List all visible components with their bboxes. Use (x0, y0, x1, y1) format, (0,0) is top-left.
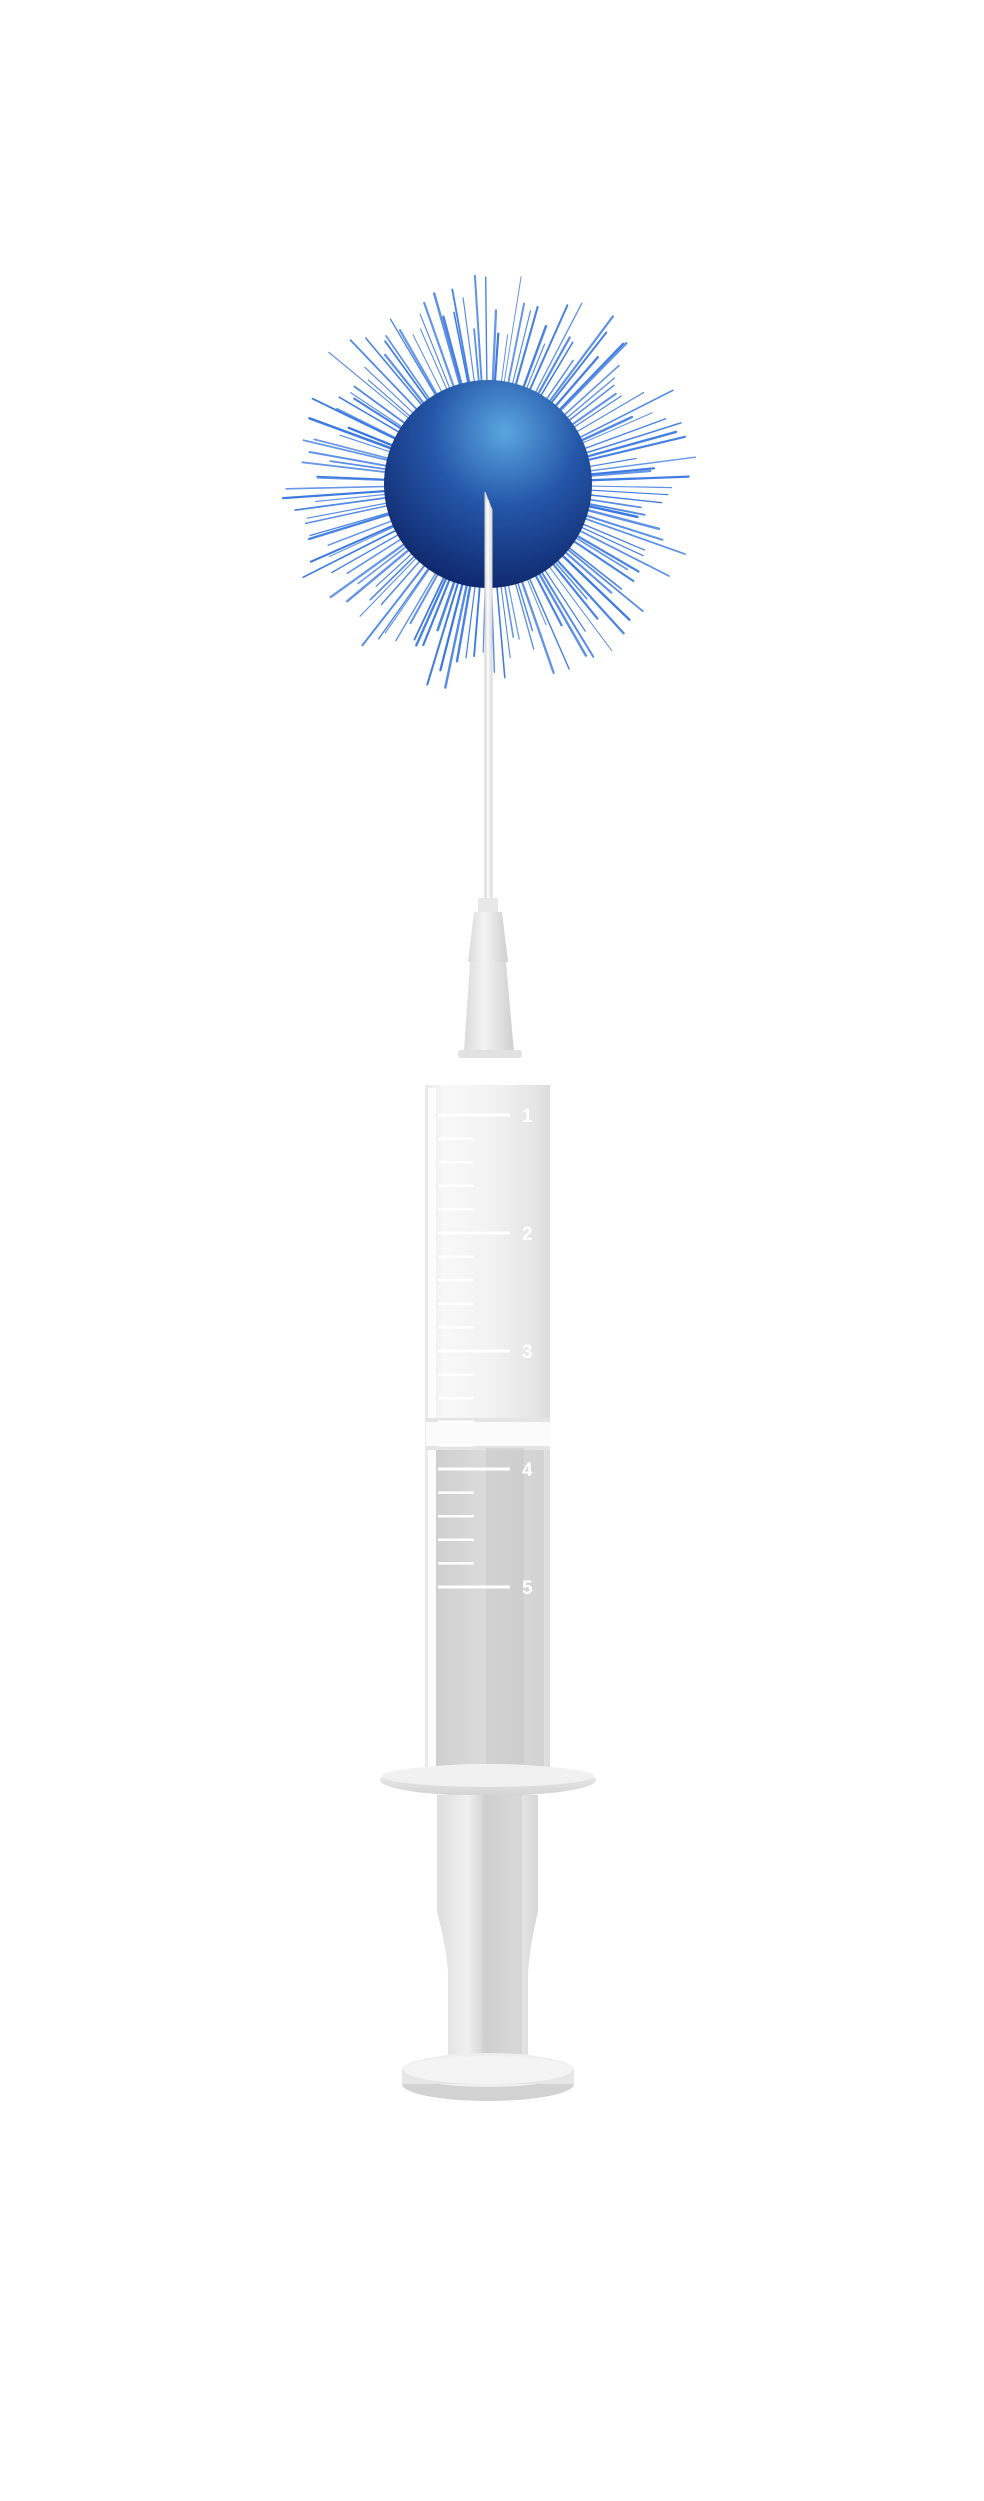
spike (567, 523, 670, 577)
syringe-barrel (425, 1085, 550, 1785)
spike (508, 310, 532, 398)
spike (307, 509, 404, 541)
spike (556, 540, 644, 613)
spike (328, 351, 420, 428)
spike (576, 475, 690, 482)
scale-label: 1 (522, 1106, 533, 1127)
spike (465, 572, 478, 659)
spike (572, 510, 664, 541)
plunger-rod (437, 1795, 538, 2078)
spike (561, 532, 635, 583)
spike (444, 570, 471, 689)
spike (294, 495, 400, 512)
spike (302, 523, 409, 579)
spike (541, 555, 613, 652)
spike (385, 335, 438, 411)
spike (551, 545, 631, 621)
spike (398, 329, 445, 408)
spike (571, 418, 667, 454)
finger-flange (380, 1764, 596, 1796)
virus-core (384, 380, 592, 588)
spike (331, 527, 411, 574)
spike (462, 297, 477, 396)
spike (415, 565, 453, 647)
spike (577, 488, 669, 496)
spike (516, 567, 555, 674)
spike (313, 438, 402, 463)
spike (576, 456, 697, 474)
spike (439, 570, 467, 672)
spike (523, 304, 569, 403)
spike (573, 505, 661, 531)
scale-label: 4 (522, 1460, 533, 1481)
spike (501, 276, 522, 396)
spike (540, 315, 615, 413)
syringe-scale: 1 2 3 4 5 (438, 1106, 533, 1599)
spike (528, 302, 583, 405)
spike (573, 430, 678, 462)
spike (498, 572, 511, 659)
spike (547, 549, 625, 635)
spike (378, 556, 437, 640)
scale-label: 5 (522, 1578, 533, 1599)
virus-icon (281, 274, 697, 689)
spike (485, 276, 488, 395)
spike (384, 340, 437, 412)
spike (451, 288, 473, 397)
spike (473, 274, 484, 396)
spike (309, 519, 407, 563)
spike (577, 485, 673, 489)
spike (495, 572, 506, 679)
spike (329, 535, 417, 599)
scale-label: 2 (522, 1224, 533, 1245)
spike (304, 502, 401, 525)
spike (542, 331, 608, 415)
spike (309, 508, 403, 537)
spike (553, 364, 620, 425)
spike (389, 318, 443, 408)
spike (365, 337, 431, 416)
spike (455, 571, 474, 663)
spike (308, 417, 405, 455)
spike (565, 391, 645, 439)
spike (426, 569, 463, 686)
spike (359, 548, 426, 617)
spike (432, 292, 465, 399)
spike (306, 500, 401, 519)
spike (537, 558, 586, 632)
spike (523, 565, 570, 670)
spike (549, 342, 628, 422)
spike (349, 339, 427, 420)
spike (511, 305, 539, 399)
virus-spikes (281, 274, 697, 689)
spike (285, 485, 399, 490)
spike (574, 435, 686, 465)
spike (302, 439, 402, 465)
spike (571, 513, 686, 555)
spike (570, 412, 653, 449)
spike (573, 422, 682, 458)
spike (453, 311, 472, 397)
spike (419, 313, 456, 401)
scale-label: 3 (522, 1342, 533, 1363)
spike (345, 540, 421, 603)
spike (384, 557, 438, 634)
spike (308, 451, 401, 470)
spike (301, 461, 400, 475)
spike (361, 554, 434, 647)
syringe-icon: 1 2 3 4 5 (380, 491, 596, 2101)
spike (395, 560, 444, 642)
spike (328, 520, 407, 558)
thumb-press (402, 2053, 574, 2101)
spike (531, 560, 588, 657)
spike (576, 492, 663, 504)
spike (533, 559, 595, 658)
spike (281, 489, 400, 500)
spike (567, 389, 674, 445)
needle-hub (458, 898, 522, 1058)
spike (423, 301, 460, 401)
spike (504, 302, 526, 397)
